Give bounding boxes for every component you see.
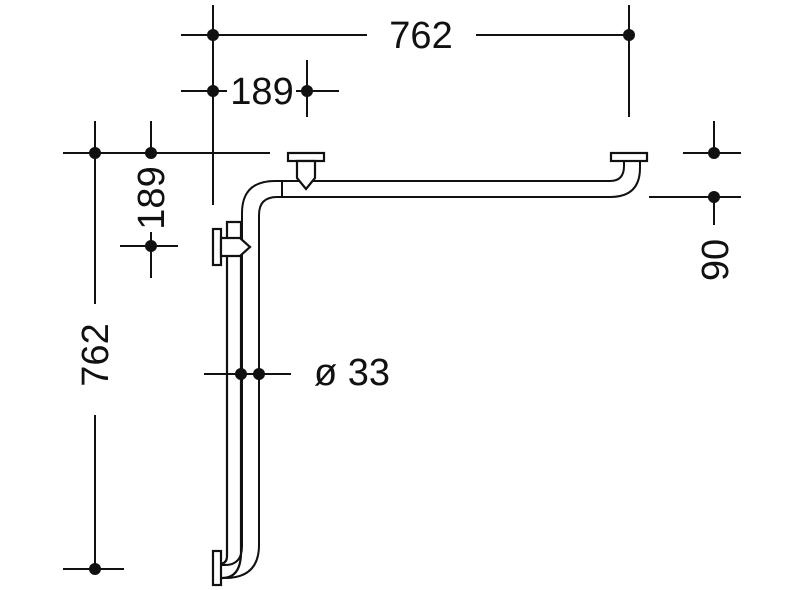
dim-right-drop: 90 bbox=[649, 121, 741, 281]
dim-left-height: 762 bbox=[63, 121, 124, 575]
dim-label-top-width: 762 bbox=[389, 15, 452, 57]
dim-top-offset: 189 bbox=[181, 60, 339, 117]
tube-inner-edge bbox=[219, 160, 625, 566]
dim-dot bbox=[207, 29, 219, 41]
dim-label-left-height: 762 bbox=[75, 323, 117, 386]
top-right-flange bbox=[609, 151, 649, 163]
top-left-flange bbox=[286, 151, 326, 163]
dim-top-width: 762 bbox=[181, 5, 635, 205]
dim-label-left-offset: 189 bbox=[131, 166, 173, 229]
grab-bar bbox=[211, 151, 649, 587]
dim-dot bbox=[235, 368, 247, 380]
vertical-tube bbox=[217, 220, 243, 580]
dim-label-top-offset: 189 bbox=[230, 71, 293, 113]
dim-left-offset: 189 bbox=[120, 121, 178, 278]
dim-label-diameter: ø 33 bbox=[314, 352, 390, 394]
dim-dot bbox=[301, 85, 313, 97]
dim-label-right-drop: 90 bbox=[695, 239, 737, 281]
left-flange bbox=[211, 227, 223, 267]
dim-diameter: ø 33 bbox=[204, 352, 390, 394]
dim-dot bbox=[145, 240, 157, 252]
dim-dot bbox=[623, 29, 635, 41]
dim-dot bbox=[253, 368, 265, 380]
left-bracket bbox=[219, 236, 252, 258]
dim-dot bbox=[207, 85, 219, 97]
bottom-flange bbox=[211, 549, 223, 587]
tube-outer-edge bbox=[219, 160, 641, 579]
dim-dot bbox=[708, 191, 720, 203]
dim-dot bbox=[89, 563, 101, 575]
top-left-bracket bbox=[295, 159, 317, 191]
dim-dot bbox=[708, 147, 720, 159]
